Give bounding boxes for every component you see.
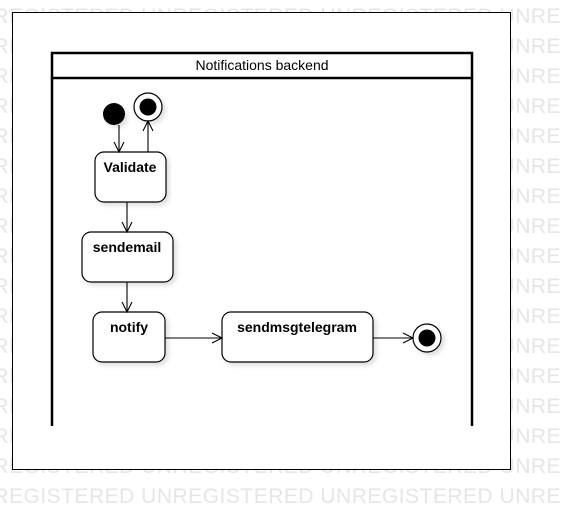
transition-validate-to-sendemail[interactable] bbox=[121, 202, 133, 234]
transition-initial-to-validate[interactable] bbox=[113, 125, 125, 154]
action-validate-label: Validate bbox=[104, 159, 157, 175]
action-notify[interactable]: notify bbox=[92, 311, 166, 363]
final-node-top[interactable] bbox=[133, 92, 163, 122]
action-sendemail[interactable]: sendemail bbox=[81, 231, 174, 283]
action-sendmsgtelegram-label: sendmsgtelegram bbox=[237, 319, 357, 335]
initial-node[interactable] bbox=[103, 103, 125, 125]
transition-validate-to-final[interactable] bbox=[142, 119, 154, 152]
transition-notify-to-sendmsgtelegram[interactable] bbox=[165, 332, 224, 344]
transition-sendemail-to-notify[interactable] bbox=[121, 282, 133, 314]
action-validate[interactable]: Validate bbox=[94, 151, 167, 203]
final-node-right[interactable] bbox=[412, 323, 442, 353]
transition-sendmsgtelegram-to-final[interactable] bbox=[373, 332, 415, 344]
partition-title: Notifications backend bbox=[195, 57, 328, 73]
action-sendemail-label: sendemail bbox=[93, 239, 161, 255]
action-notify-label: notify bbox=[110, 319, 148, 335]
partition-notifications-backend[interactable]: Notifications backend bbox=[50, 51, 474, 426]
action-sendmsgtelegram[interactable]: sendmsgtelegram bbox=[221, 311, 374, 363]
